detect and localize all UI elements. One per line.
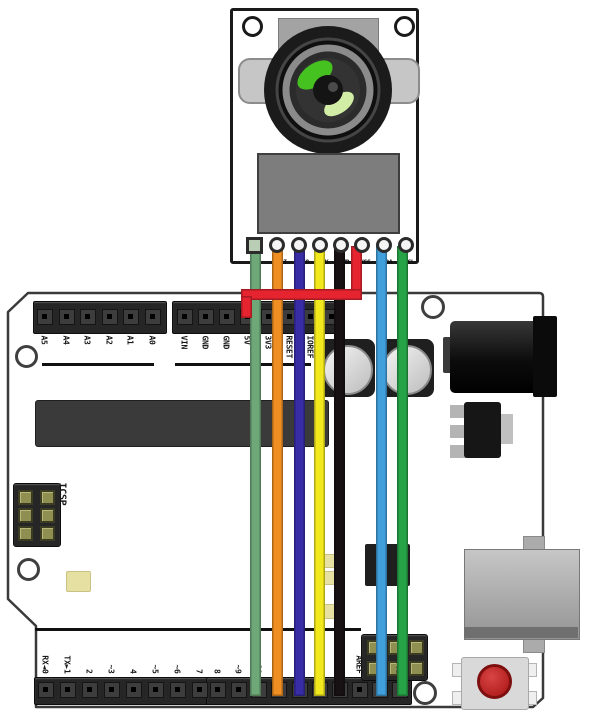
reset-button-cap [477, 664, 512, 699]
digital-pin-label: 4 [128, 668, 138, 674]
digital-pin-6 [170, 682, 186, 698]
camera-pin-SDA [376, 237, 392, 253]
mount-hole-mid-left [17, 558, 40, 581]
wire-vcc [351, 246, 362, 296]
analog-pin-label: A3 [82, 335, 92, 345]
wire-mosi [272, 246, 283, 696]
power-pin-label: GND [221, 335, 231, 350]
capacitor-top [323, 345, 373, 395]
digital-pin-label: 2 [84, 668, 94, 674]
mount-hole-bottom-right [413, 681, 437, 705]
analog-silk-line [42, 363, 154, 366]
regulator-tab [499, 414, 513, 444]
wire-sda [376, 246, 387, 696]
camera-module: CSMOSIMISOSCKGNDVCCSDASCL [230, 8, 420, 266]
mount-hole-top-right [421, 295, 445, 319]
analog-pin-A3 [80, 309, 96, 325]
digital-pin-label: 7 [194, 668, 204, 674]
digital-pin-label: RX◄0 [40, 655, 50, 674]
mount-hole-top-left [15, 345, 38, 368]
digital-pin-7 [192, 682, 208, 698]
digital-pin-3 [104, 682, 120, 698]
icsp-pad [40, 490, 55, 505]
barrel-jack-pin [443, 337, 453, 373]
power-pin-VIN [177, 309, 193, 325]
camera-pin-SCL [398, 237, 414, 253]
digital-pin-label: AREF [354, 655, 364, 674]
analog-pin-A4 [59, 309, 75, 325]
wire-scl [397, 246, 408, 696]
power-pin-GND [219, 309, 235, 325]
digital-pin-5 [148, 682, 164, 698]
digital-pin-label: 8 [212, 668, 222, 674]
digital-pin-AREF [352, 682, 368, 698]
digital-pin-label: ~5 [150, 664, 160, 674]
power-silk-line [175, 363, 311, 366]
camera-lens [264, 26, 392, 154]
barrel-jack-flange [533, 316, 557, 397]
analog-pin-A2 [102, 309, 118, 325]
digital-pin-2 [82, 682, 98, 698]
barrel-jack-body [450, 321, 535, 393]
digital-pin-8 [210, 682, 226, 698]
camera-pin-SCK [312, 237, 328, 253]
digital-pin-9 [231, 682, 247, 698]
camera-body-block [257, 153, 400, 234]
power-pin-label: GND [200, 335, 210, 350]
usb-connector-band [464, 627, 578, 638]
camera-pin-label: SDA [381, 258, 393, 266]
camera-pin-label: SCL [403, 258, 415, 266]
icsp2-pad [409, 661, 424, 676]
wire-miso [294, 246, 305, 696]
analog-header [33, 301, 167, 334]
camera-hole-left [242, 16, 263, 37]
wire-sck [314, 246, 325, 696]
analog-pin-label: A5 [39, 335, 49, 345]
digital-pin-label: ~6 [172, 664, 182, 674]
digital-silk-line [35, 628, 361, 631]
icsp-pad [40, 526, 55, 541]
power-led [66, 571, 91, 592]
digital-pin-label: TX►1 [62, 655, 72, 674]
camera-pin-MOSI [269, 237, 285, 253]
analog-pin-label: A2 [104, 335, 114, 345]
wire-cs [250, 246, 261, 696]
analog-pin-A1 [123, 309, 139, 325]
wire-gnd [334, 246, 345, 696]
analog-pin-label: A4 [61, 335, 71, 345]
icsp-pad [40, 508, 55, 523]
icsp2-pad [409, 640, 424, 655]
camera-hole-right [394, 16, 415, 37]
icsp-label: ICSP [56, 482, 68, 506]
analog-pin-A0 [145, 309, 161, 325]
analog-pin-label: A1 [125, 335, 135, 345]
regulator-tab [450, 425, 466, 438]
analog-pin-A5 [37, 309, 53, 325]
digital-pin-label: ~9 [233, 664, 243, 674]
atmega-chip [35, 400, 329, 447]
power-pin-GND [198, 309, 214, 325]
digital-pin-label: ~3 [106, 664, 116, 674]
voltage-regulator [464, 402, 501, 458]
camera-pin-CS [246, 237, 263, 254]
analog-pin-label: A0 [147, 335, 157, 345]
icsp-pad [18, 490, 33, 505]
regulator-tab [450, 405, 466, 418]
icsp-pad [18, 526, 33, 541]
camera-pin-MISO [291, 237, 307, 253]
camera-pin-label: VCC [359, 258, 371, 266]
camera-pin-GND [333, 237, 349, 253]
regulator-tab [450, 445, 466, 458]
wire-vcc [241, 296, 252, 318]
power-pin-label: VIN [179, 335, 189, 350]
usb-connector [464, 549, 580, 640]
power-pin-label: RESET [284, 335, 294, 359]
digital-pin-RX0 [38, 682, 54, 698]
digital-pin-4 [126, 682, 142, 698]
icsp-pad [18, 508, 33, 523]
camera-pin-VCC [354, 237, 370, 253]
wire-vcc [241, 289, 362, 300]
digital-pin-TX1 [60, 682, 76, 698]
